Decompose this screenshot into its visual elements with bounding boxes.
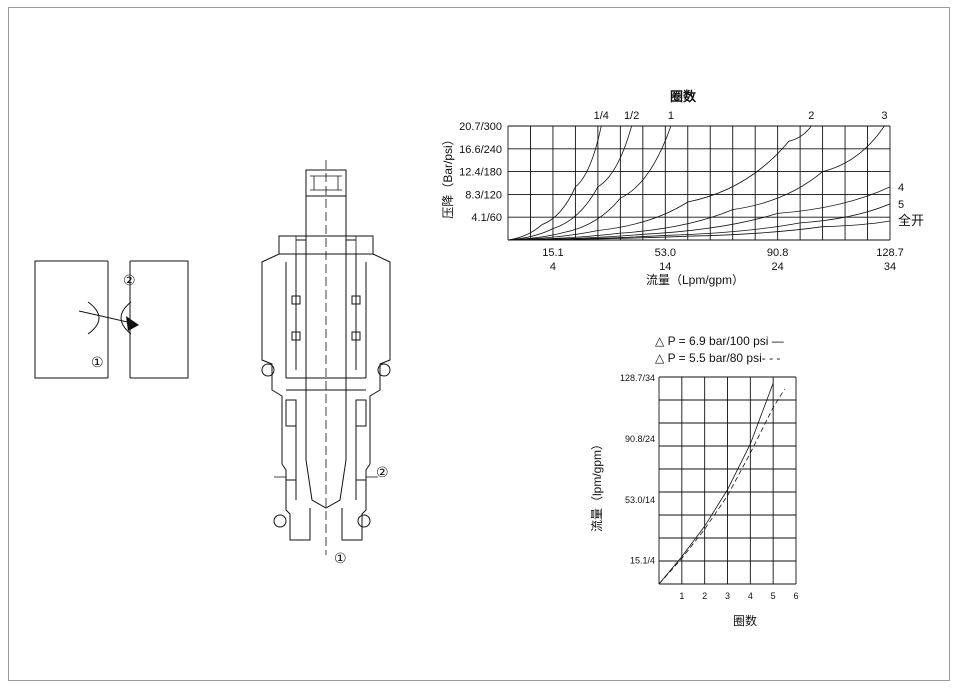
chart1-x-tick-top: 128.7 — [876, 247, 904, 259]
chart1-series-label: 4 — [898, 182, 904, 194]
chart1-curve — [507, 125, 812, 241]
chart1-x-tick-top: 15.1 — [542, 247, 563, 259]
chart1-series-label: 1 — [668, 110, 674, 122]
cartridge-section: ② ① — [261, 160, 391, 566]
chart1-y-ticks: 20.7/300 16.6/240 12.4/180 8.3/120 4.1/60 — [459, 121, 502, 224]
chart2-x-axis-label: 圈数 — [733, 613, 757, 628]
chart1-curve — [507, 220, 891, 241]
needle-stem — [305, 240, 347, 509]
chart1-series-label: 5 — [898, 199, 904, 211]
chart2-curve-dashed — [658, 388, 785, 585]
chart1-curve — [507, 125, 672, 241]
chart2-legend-solid: △ P = 6.9 bar/100 psi — — [655, 334, 784, 348]
symbol-right-box — [130, 260, 189, 379]
chart1-y-axis-label: 压降（Bar/psi） — [441, 133, 455, 218]
chart2-x-tick-label: 6 — [793, 591, 798, 601]
chart1-curve — [507, 125, 602, 241]
chart1-curve — [507, 186, 891, 241]
chart2-grid — [658, 376, 797, 585]
orifice-right-arc — [120, 301, 132, 335]
chart1-x-tick-bottom: 4 — [550, 261, 556, 273]
chart1-x-tick-bottom: 24 — [772, 261, 784, 273]
chart1-curve — [507, 125, 632, 241]
lock-nut — [278, 235, 374, 255]
chart2-y-tick-label: 15.1/4 — [630, 556, 655, 566]
chart2-x-ticks: 1 2 3 4 5 6 — [679, 591, 798, 601]
chart1-x-tick-top: 90.8 — [767, 247, 788, 259]
chart1-series-label: 3 — [881, 110, 887, 122]
chart1-x-tick-top: 53.0 — [655, 247, 676, 259]
chart2-x-tick-label: 4 — [748, 591, 753, 601]
chart1-y-tick-label: 4.1/60 — [471, 212, 502, 224]
chart1-y-tick-label: 20.7/300 — [459, 121, 502, 133]
symbol-left-box — [34, 260, 108, 379]
symbol-port1-label: ① — [91, 354, 104, 370]
body-right-outline — [372, 253, 391, 378]
chart1-y-tick-label: 12.4/180 — [459, 167, 502, 179]
chart1-series-label: 1/4 — [594, 110, 609, 122]
section-port2-label: ② — [376, 464, 389, 480]
chart1-curve — [507, 125, 885, 241]
chart2-y-axis-label: 流量（lpm/gpm） — [590, 438, 604, 532]
chart1-x-tick-bottom: 14 — [659, 261, 671, 273]
valve-symbol: ② ① — [34, 260, 189, 379]
chart1-curves — [507, 125, 891, 241]
chart1-y-tick-label: 16.6/240 — [459, 144, 502, 156]
chart1-x-tick-bottom: 34 — [884, 261, 896, 273]
body-left-outline — [261, 253, 280, 378]
adjust-arrow-head — [126, 316, 139, 331]
o-ring-upper-right — [377, 363, 391, 377]
chart2-x-tick-label: 3 — [725, 591, 730, 601]
chart2-y-tick-label: 90.8/24 — [625, 434, 655, 444]
orifice-left-arc — [87, 301, 100, 335]
chart1-y-tick-label: 8.3/120 — [465, 189, 502, 201]
chart-pressure-drop: 圈数 20.7/300 16.6/240 12.4/180 8.3/120 4.1/60… — [441, 89, 924, 287]
chart1-series-label: 全开 — [898, 213, 924, 228]
o-ring-lower-right — [357, 514, 371, 528]
chart1-x-axis-label: 流量（Lpm/gpm） — [646, 273, 744, 287]
chart1-series-labels: 1/4 1/2 1 2 3 4 5 全开 — [594, 110, 924, 228]
chart2-y-tick-label: 53.0/14 — [625, 495, 655, 505]
chart2-legend-dashed: △ P = 5.5 bar/80 psi- - - — [655, 351, 780, 365]
chart1-series-label: 2 — [808, 110, 814, 122]
chart1-x-ticks: 15.1 4 53.0 14 90.8 24 128.7 34 — [542, 247, 904, 273]
symbol-port2-label: ② — [123, 272, 136, 288]
o-ring-lower-left — [273, 514, 287, 528]
chart1-curve — [507, 203, 891, 241]
chart1-title: 圈数 — [670, 89, 697, 104]
chart1-grid — [507, 125, 891, 241]
chart2-curve-solid — [658, 382, 774, 585]
chart2-x-tick-label: 5 — [771, 591, 776, 601]
chart-flow-vs-turns: △ P = 6.9 bar/100 psi — △ P = 5.5 bar/80… — [590, 334, 799, 628]
section-port1-label: ① — [334, 550, 347, 566]
chart2-y-ticks: 128.7/34 90.8/24 53.0/14 15.1/4 — [620, 373, 655, 566]
page-border — [8, 7, 950, 681]
adjust-arrow-line — [78, 310, 133, 324]
o-ring-upper-left — [261, 363, 275, 377]
chart2-y-tick-label: 128.7/34 — [620, 373, 655, 383]
chart2-curves — [658, 382, 785, 585]
adjust-screw — [305, 169, 347, 197]
chart2-x-tick-label: 2 — [702, 591, 707, 601]
chart1-series-label: 1/2 — [624, 110, 639, 122]
chart2-x-tick-label: 1 — [679, 591, 684, 601]
